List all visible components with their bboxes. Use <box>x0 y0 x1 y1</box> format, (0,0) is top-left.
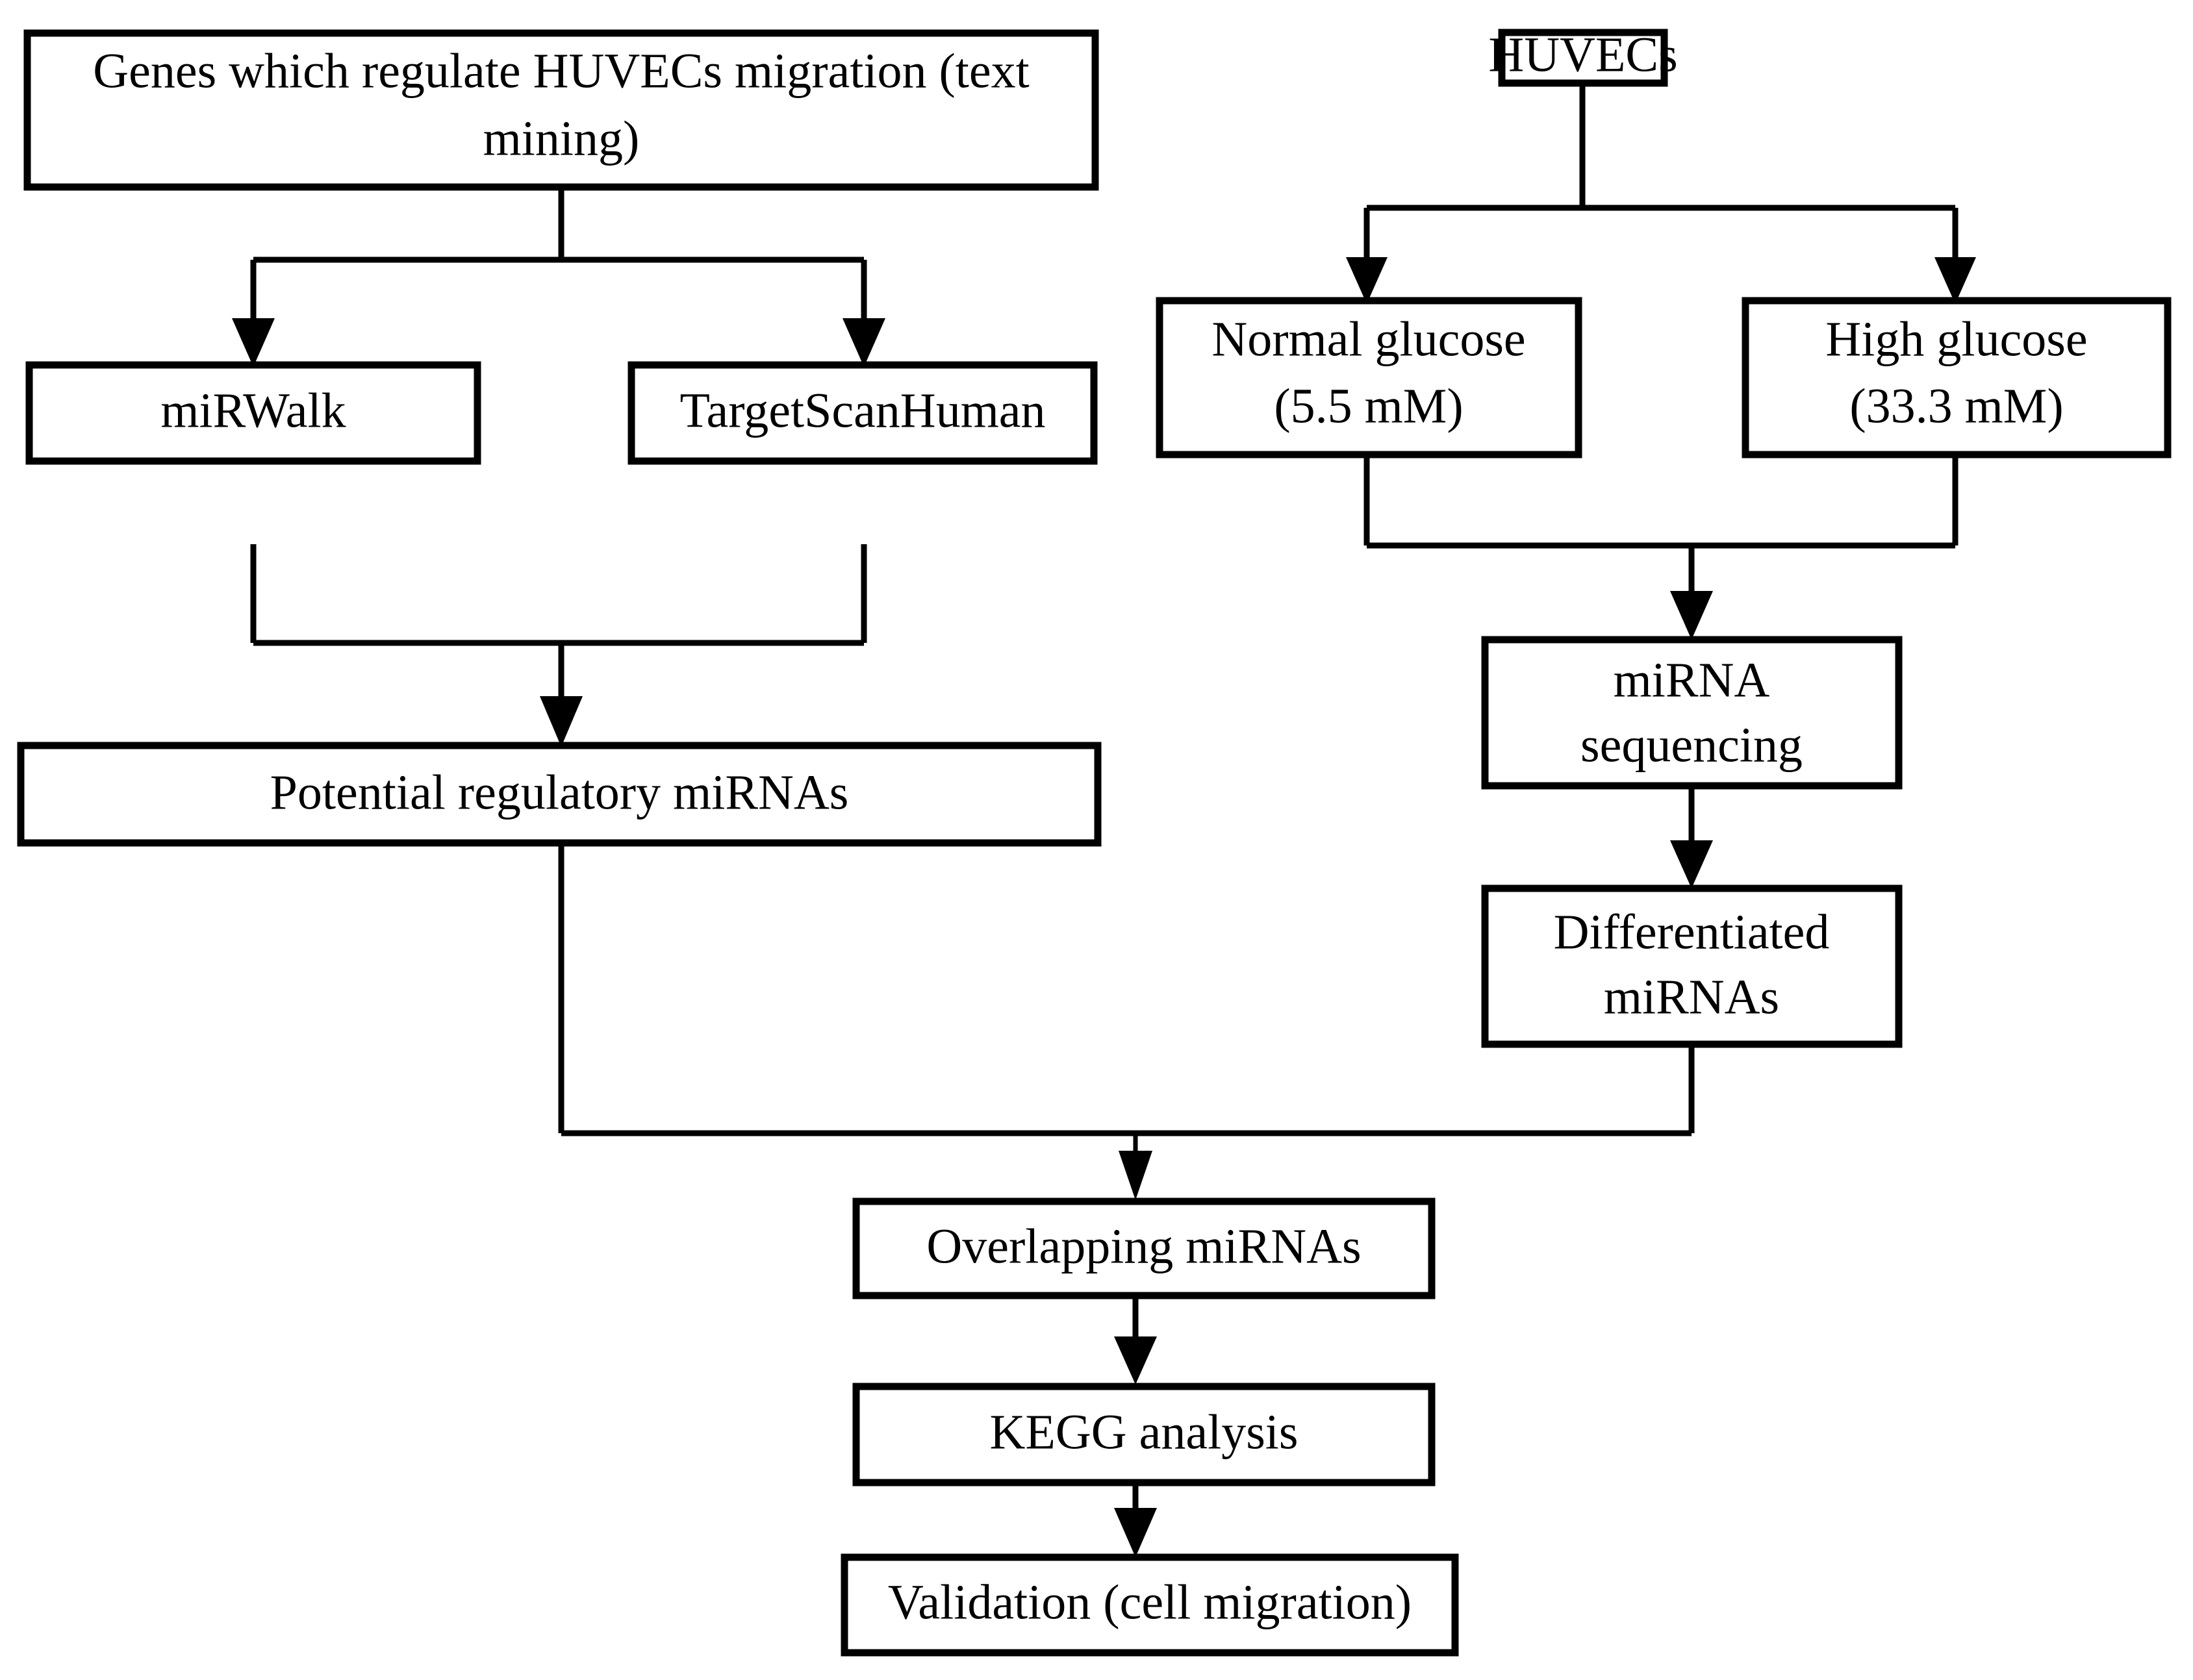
node-box[interactable] <box>852 1383 1436 1486</box>
node-label-line-2: miRNAs <box>1604 970 1779 1024</box>
node-label-line-1: miRNA <box>1614 653 1770 707</box>
node-label: TargetScanHuman <box>679 383 1045 438</box>
node-box[interactable] <box>25 361 481 465</box>
node-targetscanhuman[interactable]: TargetScanHuman <box>627 361 1098 465</box>
node-label-line-2: (5.5 mM) <box>1274 379 1463 433</box>
node-box[interactable] <box>17 742 1102 847</box>
node-validation[interactable]: Validation (cell migration) <box>841 1553 1459 1657</box>
edge-merge-to-overlapping <box>558 843 1695 1200</box>
arrow-head-icon <box>1114 1336 1157 1385</box>
node-differentiated-mirnas[interactable]: Differentiated miRNAs <box>1481 884 1903 1048</box>
arrow-head-icon <box>540 696 583 747</box>
node-label-line-2: (33.3 mM) <box>1849 379 2063 433</box>
edge-tools-to-potential <box>250 544 867 747</box>
edge-huvecs-to-glucose <box>1346 83 1976 304</box>
arrow-head-icon <box>232 318 275 367</box>
node-text-mining[interactable]: Genes which regulate HUVECs migration (t… <box>23 29 1099 191</box>
node-label-line-1: High glucose <box>1825 312 2087 366</box>
arrow-head-icon <box>1934 257 1976 304</box>
node-box[interactable] <box>627 361 1098 465</box>
node-label: Validation (cell migration) <box>888 1575 1412 1629</box>
node-normal-glucose[interactable]: Normal glucose (5.5 mM) <box>1156 297 1582 458</box>
node-label-line-1: Normal glucose <box>1211 312 1525 366</box>
node-label-line-1: Genes which regulate HUVECs migration (t… <box>93 44 1030 98</box>
edge-kegg-to-validation <box>1114 1483 1157 1557</box>
node-label-line-2: sequencing <box>1580 718 1803 772</box>
node-box[interactable] <box>1498 29 1668 87</box>
arrow-head-icon <box>843 318 885 367</box>
arrow-head-icon <box>1346 257 1388 304</box>
arrow-head-icon <box>1670 840 1713 888</box>
edge-glucose-to-sequencing <box>1363 455 1958 640</box>
edge-sequencing-to-differentiated <box>1670 786 1713 888</box>
node-label: miRWalk <box>160 383 346 438</box>
node-label: Overlapping miRNAs <box>926 1219 1361 1273</box>
node-box[interactable] <box>23 29 1099 191</box>
node-label-line-1: Differentiated <box>1554 905 1830 959</box>
node-box[interactable] <box>1481 884 1903 1048</box>
arrow-head-icon <box>1670 591 1713 640</box>
arrow-head-icon <box>1119 1151 1152 1200</box>
node-box[interactable] <box>1156 297 1582 458</box>
node-label-line-2: mining) <box>483 111 640 166</box>
node-mirna-sequencing[interactable]: miRNA sequencing <box>1481 636 1903 790</box>
node-potential-regulatory-mirnas[interactable]: Potential regulatory miRNAs <box>17 742 1102 847</box>
edge-overlapping-to-kegg <box>1114 1296 1157 1385</box>
node-label: HUVECs <box>1488 27 1677 82</box>
node-mirwalk[interactable]: miRWalk <box>25 361 481 465</box>
node-huvecs[interactable]: HUVECs <box>1488 27 1678 87</box>
node-box[interactable] <box>1742 297 2172 458</box>
arrow-head-icon <box>1114 1508 1157 1557</box>
node-box[interactable] <box>841 1553 1459 1657</box>
edge-text-mining-to-tools <box>232 187 885 367</box>
node-label: Potential regulatory miRNAs <box>270 765 849 820</box>
node-box[interactable] <box>852 1197 1436 1299</box>
node-kegg-analysis[interactable]: KEGG analysis <box>852 1383 1436 1486</box>
node-overlapping-mirnas[interactable]: Overlapping miRNAs <box>852 1197 1436 1299</box>
node-label: KEGG analysis <box>990 1405 1299 1459</box>
node-box[interactable] <box>1481 636 1903 790</box>
node-high-glucose[interactable]: High glucose (33.3 mM) <box>1742 297 2172 458</box>
